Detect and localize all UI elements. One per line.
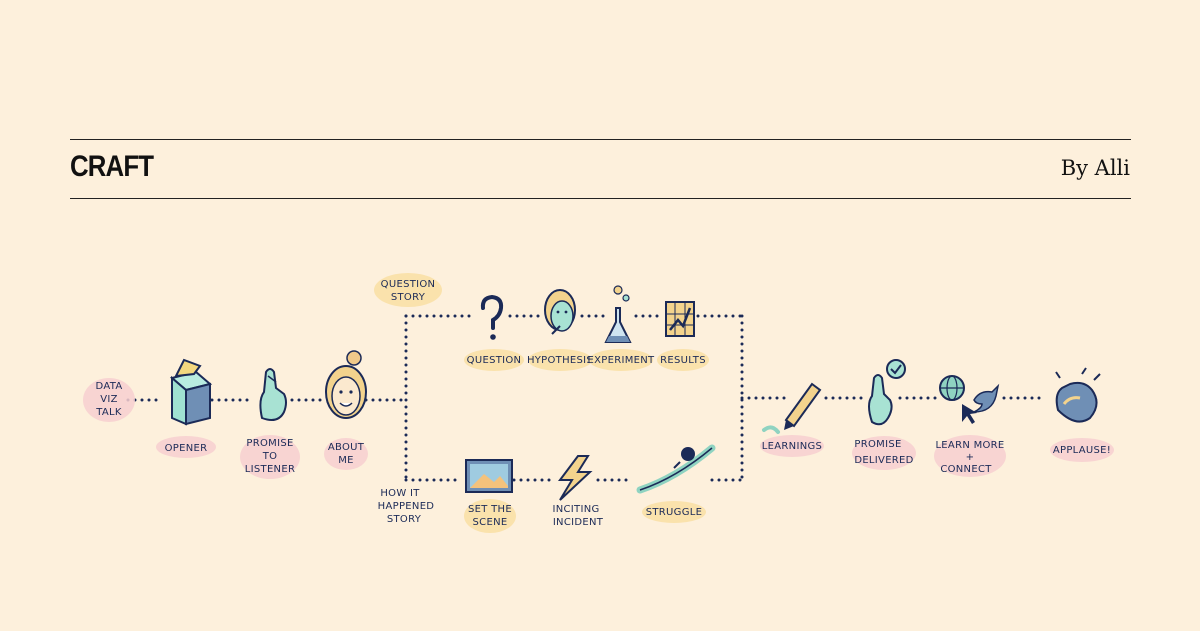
learn-more-label-line-2: + (966, 452, 975, 463)
question-story-label-line-2: STORY (391, 292, 426, 303)
step-promise-to-listener: PROMISE TO LISTENER (240, 368, 300, 479)
box-icon (169, 358, 213, 426)
promise-label-line-1: PROMISE (246, 438, 293, 449)
start-node-data-viz-talk: DATA VIZ TALK (83, 378, 135, 422)
pencil-icon (762, 382, 822, 434)
start-label-line-3: TALK (95, 407, 122, 418)
results-label: RESULTS (660, 355, 706, 366)
start-label-line-1: DATA (96, 381, 123, 392)
flask-icon (604, 285, 632, 343)
about-me-label-line-2: ME (338, 455, 354, 466)
inciting-incident-label-line-2: INCIDENT (553, 517, 604, 528)
hand-checkmark-icon (868, 359, 906, 426)
step-results: RESULTS (657, 301, 709, 371)
step-applause: APPLAUSE! (1050, 367, 1114, 462)
how-it-happened-story-label: HOW IT HAPPENED STORY (378, 488, 435, 525)
promise-label-line-2: TO (262, 451, 278, 462)
step-learn-more-connect: LEARN MORE + CONNECT (934, 375, 1006, 477)
step-hypothesis: HYPOTHESIS (527, 289, 593, 371)
step-struggle: STRUGGLE (636, 444, 716, 523)
promise-label-line-3: LISTENER (245, 464, 295, 475)
connector-lines (126, 314, 1048, 482)
chart-board-icon (665, 301, 695, 337)
crossed-fingers-hand-icon (259, 368, 287, 421)
step-opener: OPENER (156, 358, 216, 458)
experiment-label: EXPERIMENT (588, 355, 656, 366)
promise-delivered-label-line-2: DELIVERED (854, 455, 913, 466)
byline: By Alli (1060, 156, 1130, 180)
landscape-picture-icon (465, 459, 513, 493)
question-story-label: QUESTION STORY (374, 273, 442, 307)
question-label: QUESTION (467, 355, 522, 366)
promise-delivered-label-line-1: PROMISE (854, 439, 901, 450)
hypothesis-label: HYPOTHESIS (527, 355, 593, 366)
how-it-happened-label-line-1: HOW IT (380, 488, 420, 499)
inciting-incident-label-line-1: INCITING (552, 504, 599, 515)
about-me-label-line-1: ABOUT (328, 442, 365, 453)
step-inciting-incident: INCITING INCIDENT (552, 455, 604, 528)
set-the-scene-label-line-2: SCENE (473, 517, 508, 528)
applause-label: APPLAUSE! (1053, 445, 1111, 456)
lightning-bolt-icon (558, 455, 593, 501)
start-label-line-2: VIZ (100, 394, 118, 405)
header-top-rule (70, 139, 1131, 140)
globe-cursor-bird-icon (939, 375, 1000, 424)
how-it-happened-label-line-3: STORY (387, 514, 422, 525)
question-story-label-line-1: QUESTION (381, 279, 436, 290)
header-bottom-rule (70, 198, 1131, 199)
clapping-hand-icon (1055, 367, 1101, 423)
boulder-hill-icon (636, 444, 716, 494)
woman-face-icon (325, 350, 367, 419)
learn-more-label-line-3: CONNECT (940, 464, 992, 475)
thinking-face-icon (544, 289, 576, 335)
question-mark-icon (480, 294, 504, 340)
step-learnings: LEARNINGS (760, 382, 824, 457)
learn-more-label-line-1: LEARN MORE (935, 440, 1004, 451)
opener-label: OPENER (165, 443, 208, 454)
how-it-happened-label-line-2: HAPPENED (378, 501, 435, 512)
step-question: QUESTION (464, 294, 524, 371)
section-title: CRAFT (70, 150, 154, 183)
struggle-label: STRUGGLE (646, 507, 703, 518)
step-promise-delivered: PROMISE DELIVERED (852, 359, 916, 470)
step-set-the-scene: SET THE SCENE (464, 459, 516, 533)
set-the-scene-label-line-1: SET THE (468, 504, 512, 515)
learnings-label: LEARNINGS (762, 441, 822, 452)
step-about-me: ABOUT ME (324, 350, 368, 470)
step-experiment: EXPERIMENT (588, 285, 656, 371)
